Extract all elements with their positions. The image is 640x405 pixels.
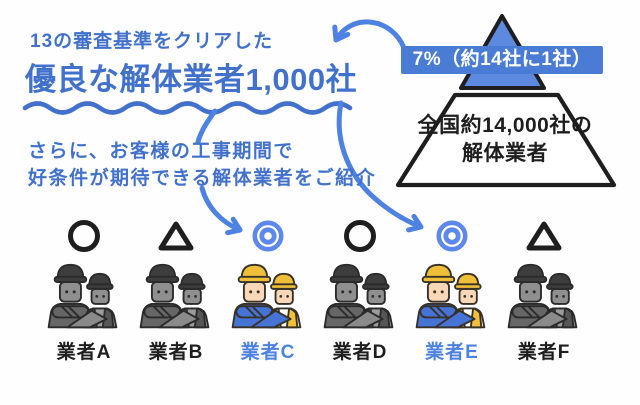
workers-icon: [47, 264, 118, 329]
contractor-label: 業者F: [517, 342, 571, 363]
workers-icon: [323, 264, 394, 329]
rating-symbol: [343, 214, 377, 258]
rating-symbol: [158, 214, 194, 258]
arrow-to-contractor-e-icon: [336, 100, 424, 233]
contractor-column: 業者D: [314, 214, 406, 364]
rating-double-circle-icon: [436, 220, 468, 252]
pyramid-base-line1: 全国約14,000社の: [417, 114, 593, 137]
contractor-column: 業者F: [498, 214, 590, 364]
arrow-badge-to-headline-icon: [332, 19, 407, 51]
headline-line1: 13の審査基準をクリアした: [30, 31, 274, 52]
workers-icon: [507, 264, 578, 329]
subtext-line1: さらに、お客様の工事期間で: [28, 141, 294, 162]
arrow-to-contractor-c-icon: [195, 108, 243, 236]
contractor-column: 業者E: [406, 214, 498, 364]
contractor-label: 業者A: [56, 342, 112, 363]
contractor-column: 業者C: [222, 214, 314, 364]
rating-triangle-icon: [526, 221, 562, 251]
contractor-column: 業者A: [38, 214, 130, 364]
subtext: さらに、お客様の工事期間で 好条件が期待できる解体業者をご紹介: [28, 138, 376, 192]
rating-symbol: [526, 214, 562, 258]
workers-icon: [415, 264, 486, 329]
subtext-line2: 好条件が期待できる解体業者をご紹介: [28, 168, 377, 189]
rating-circle-icon: [344, 220, 376, 253]
contractor-label: 業者B: [148, 342, 204, 363]
contractor-label: 業者D: [332, 342, 388, 363]
pyramid-base: [395, 92, 617, 188]
rating-symbol: [435, 214, 469, 258]
workers-icon: [139, 264, 210, 329]
pyramid-base-text: 全国約14,000社の 解体業者: [397, 112, 613, 168]
rating-double-circle-icon: [252, 220, 284, 252]
contractor-label: 業者E: [425, 342, 479, 363]
contractor-column: 業者B: [130, 214, 222, 364]
rating-circle-icon: [68, 220, 100, 253]
rating-symbol: [251, 214, 285, 258]
workers-icon: [231, 264, 302, 329]
pyramid-base-line2: 解体業者: [462, 142, 548, 165]
pyramid-badge: 7%（約14社に1社）: [401, 46, 603, 74]
contractor-strip: 業者A: [38, 214, 590, 364]
rating-triangle-icon: [158, 221, 194, 251]
wavy-underline: [22, 101, 353, 115]
headline-line2: 優良な解体業者1,000社: [25, 62, 358, 97]
contractor-label: 業者C: [240, 342, 296, 363]
rating-symbol: [67, 214, 101, 258]
